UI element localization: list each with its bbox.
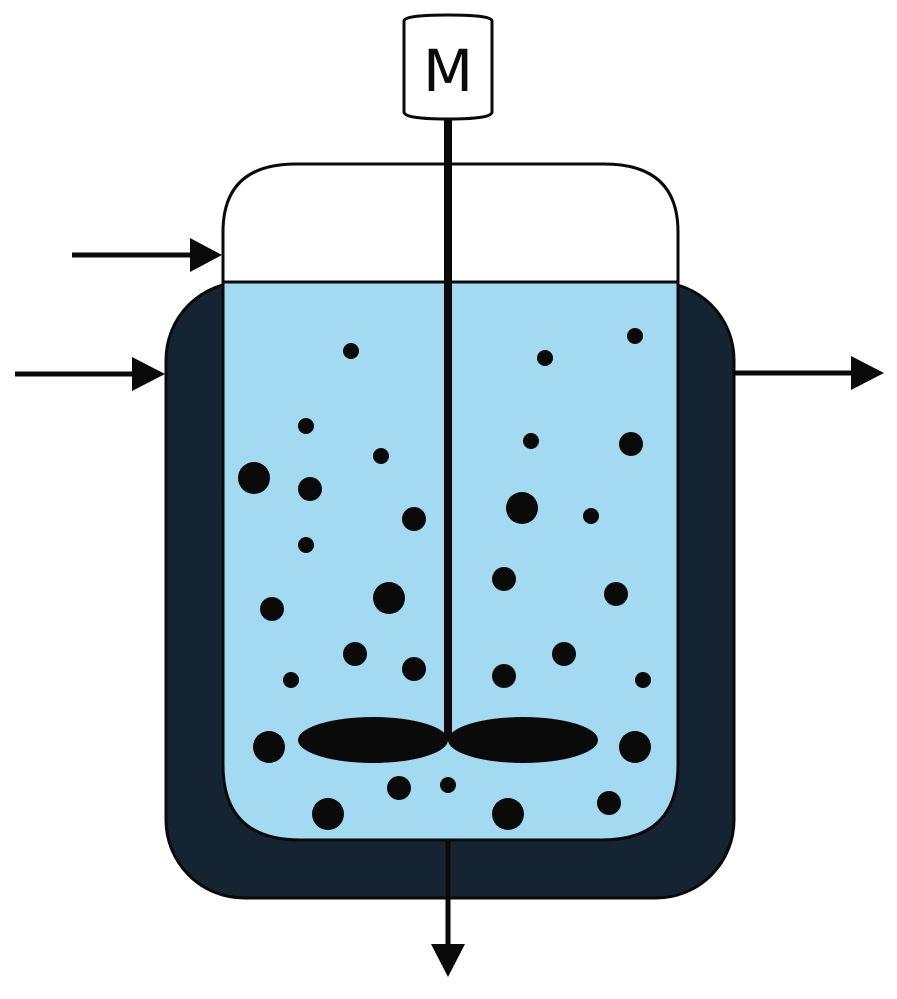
arrow-right-icon: [734, 356, 884, 390]
particle: [627, 328, 643, 344]
particle: [373, 582, 405, 614]
particle: [492, 798, 524, 830]
particle: [619, 731, 651, 763]
particle: [492, 664, 516, 688]
particle: [583, 508, 599, 524]
particles: [238, 328, 651, 830]
particle: [253, 731, 285, 763]
particle: [343, 343, 359, 359]
particle: [298, 418, 314, 434]
particle: [312, 798, 344, 830]
particle: [597, 791, 621, 815]
particle: [537, 350, 553, 366]
particle: [492, 567, 516, 591]
particle: [298, 537, 314, 553]
motor-label: M: [423, 37, 473, 105]
particle: [373, 448, 389, 464]
particle: [402, 507, 426, 531]
particle: [283, 672, 299, 688]
arrow-down-icon: [431, 840, 465, 977]
arrow-right-icon: [72, 238, 222, 272]
particle: [343, 642, 367, 666]
particle: [298, 477, 322, 501]
particle: [552, 642, 576, 666]
particle: [523, 433, 539, 449]
particle: [440, 777, 456, 793]
particle: [238, 462, 270, 494]
impeller-blade-right: [448, 717, 598, 763]
particle: [635, 672, 651, 688]
particle: [506, 492, 538, 524]
particle: [387, 776, 411, 800]
particle: [619, 432, 643, 456]
particle: [604, 582, 628, 606]
particle: [260, 597, 284, 621]
particle: [402, 657, 426, 681]
arrow-right-icon: [15, 357, 165, 391]
motor-housing: [402, 13, 494, 121]
impeller-blade-left: [298, 717, 448, 763]
